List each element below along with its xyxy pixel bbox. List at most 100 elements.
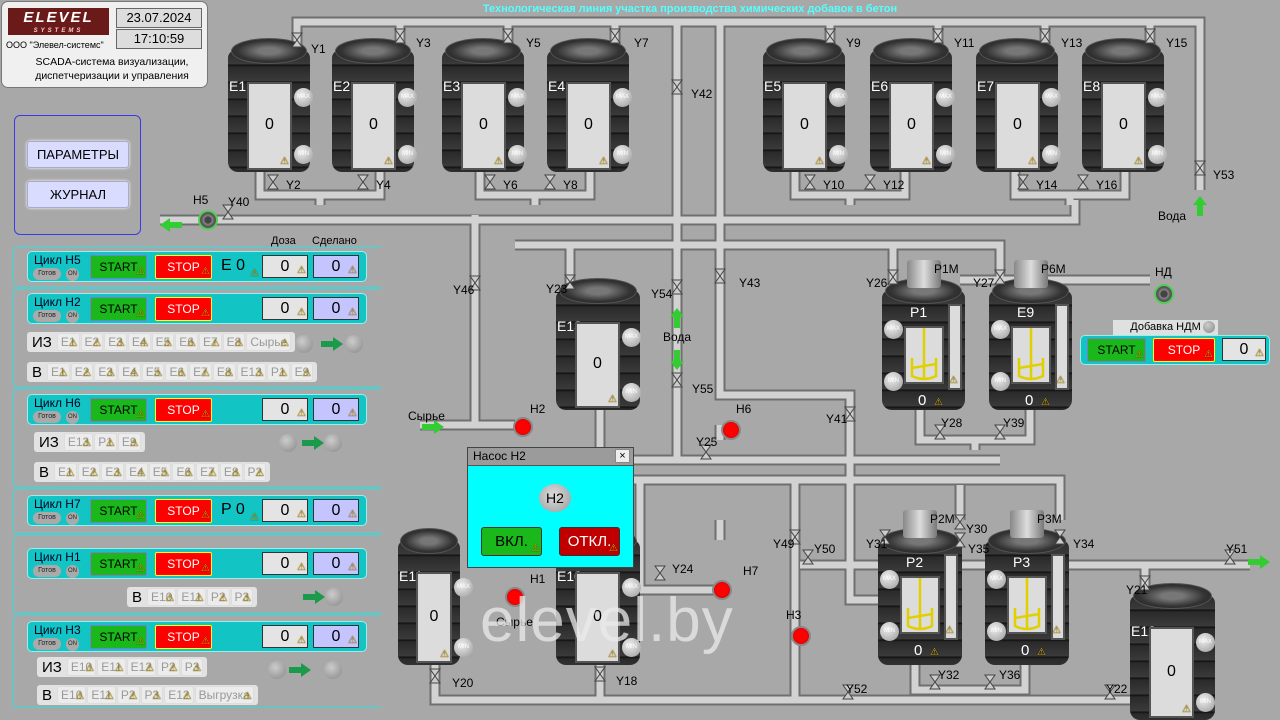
chip-P3[interactable]: P3⚠ [230, 588, 254, 606]
valve-Y24-icon[interactable] [654, 565, 666, 581]
on-indicator[interactable]: ON [66, 512, 79, 525]
valve-Y3-icon[interactable] [394, 28, 406, 44]
stop-button[interactable]: STOP⚠ [155, 255, 212, 279]
valve-Y41-icon[interactable] [844, 406, 856, 422]
chip-E10[interactable]: E10⚠ [66, 658, 97, 676]
valve-Y54-icon[interactable] [671, 279, 683, 295]
pump-off-button[interactable]: ОТКЛ.⚠ [559, 527, 620, 556]
chip-E5[interactable]: E5⚠ [148, 463, 172, 481]
chip-E5[interactable]: E5⚠ [151, 333, 175, 351]
valve-Y21-icon[interactable] [1139, 575, 1151, 591]
start-button[interactable]: START⚠ [90, 398, 147, 422]
start-button[interactable]: START⚠ [90, 297, 147, 321]
close-button[interactable]: × [615, 449, 630, 463]
chip-E4[interactable]: E4⚠ [118, 363, 141, 381]
valve-Y4-icon[interactable] [357, 174, 369, 190]
start-button[interactable]: START⚠ [90, 552, 147, 576]
chip-P3[interactable]: P3⚠ [180, 658, 204, 676]
start-button[interactable]: START⚠ [90, 625, 147, 649]
chip-E12[interactable]: E12⚠ [164, 686, 194, 704]
chip-E2[interactable]: E2⚠ [70, 363, 94, 381]
on-indicator[interactable]: ON [66, 565, 79, 578]
chip-E6[interactable]: E6⚠ [165, 363, 189, 381]
pump-H6-icon[interactable] [721, 420, 741, 440]
chip-E4[interactable]: E4⚠ [125, 463, 148, 481]
chip-E7[interactable]: E7⚠ [189, 363, 212, 381]
valve-Y15-icon[interactable] [1144, 28, 1156, 44]
chip-E1[interactable]: E1⚠ [47, 363, 70, 381]
valve-Y53-icon[interactable] [1194, 160, 1206, 176]
pump-H2-icon[interactable] [513, 417, 533, 437]
chip-E5[interactable]: E5⚠ [141, 363, 165, 381]
valve-Y25-icon[interactable] [700, 444, 712, 460]
chip-E11[interactable]: E11⚠ [177, 588, 206, 606]
valve-Y46-icon[interactable] [469, 275, 481, 291]
dose-value[interactable]: 0⚠ [262, 552, 308, 575]
parameters-button[interactable]: ПАРАМЕТРЫ [27, 141, 129, 168]
pump-H5-icon[interactable] [198, 210, 218, 230]
chip-E3[interactable]: E3⚠ [101, 463, 125, 481]
chip-E1[interactable]: E1⚠ [54, 463, 77, 481]
valve-Y12-icon[interactable] [864, 174, 876, 190]
stop-button[interactable]: STOP⚠ [155, 297, 212, 321]
valve-Y6-icon[interactable] [484, 174, 496, 190]
chip-E4[interactable]: E4⚠ [127, 333, 151, 351]
valve-Y31-icon[interactable] [879, 529, 891, 545]
pump-H1-icon[interactable] [505, 587, 525, 607]
valve-Y10-icon[interactable] [804, 174, 816, 190]
ndm-start-button[interactable]: START⚠ [1087, 338, 1146, 362]
stop-button[interactable]: STOP⚠ [155, 552, 212, 576]
valve-Y16-icon[interactable] [1077, 174, 1089, 190]
on-indicator[interactable]: ON [66, 411, 79, 424]
valve-Y20-icon[interactable] [429, 668, 441, 684]
stop-button[interactable]: STOP⚠ [155, 625, 212, 649]
valve-Y26-icon[interactable] [887, 269, 899, 285]
stop-button[interactable]: STOP⚠ [155, 398, 212, 422]
stop-button[interactable]: STOP⚠ [155, 499, 212, 523]
valve-Y7-icon[interactable] [609, 28, 621, 44]
chip-E9[interactable]: E9⚠ [290, 363, 314, 381]
chip-E2[interactable]: E2⚠ [80, 333, 104, 351]
valve-Y39-icon[interactable] [994, 424, 1006, 440]
valve-Y5-icon[interactable] [502, 28, 514, 44]
valve-Y36-icon[interactable] [984, 674, 996, 690]
valve-Y55-icon[interactable] [671, 372, 683, 388]
chip-E2[interactable]: E2⚠ [77, 463, 101, 481]
valve-Y49-icon[interactable] [789, 529, 801, 545]
chip-E11[interactable]: E11⚠ [87, 686, 116, 704]
valve-Y11-icon[interactable] [932, 28, 944, 44]
ndm-stop-button[interactable]: STOP⚠ [1153, 338, 1215, 362]
pump-on-button[interactable]: ВКЛ.⚠ [481, 527, 542, 556]
valve-Y8-icon[interactable] [544, 174, 556, 190]
pump-H7-icon[interactable] [712, 580, 732, 600]
chip-E3[interactable]: E3⚠ [94, 363, 118, 381]
valve-Y22-icon[interactable] [1104, 684, 1116, 700]
valve-Y9-icon[interactable] [824, 28, 836, 44]
start-button[interactable]: START⚠ [90, 499, 147, 523]
pump-НД-icon[interactable] [1154, 284, 1174, 304]
on-indicator[interactable]: ON [66, 268, 79, 281]
valve-Y28-icon[interactable] [934, 424, 946, 440]
chip-E11[interactable]: E11⚠ [97, 658, 126, 676]
chip-E9[interactable]: E9⚠ [117, 433, 141, 451]
chip-E3[interactable]: E3⚠ [104, 333, 127, 351]
chip-E6[interactable]: E6⚠ [172, 463, 196, 481]
chip-P1[interactable]: P1⚠ [266, 363, 290, 381]
valve-Y52-icon[interactable] [842, 684, 854, 700]
valve-Y43-icon[interactable] [714, 268, 726, 284]
valve-Y51-icon[interactable] [1224, 549, 1236, 565]
chip-P2[interactable]: P2⚠ [157, 658, 180, 676]
